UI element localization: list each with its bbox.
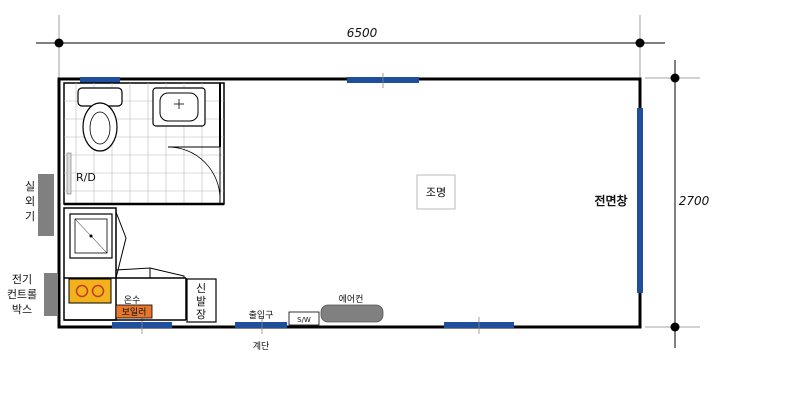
boiler	[115, 304, 153, 319]
kitchen: 온수 보일러	[63, 207, 187, 321]
svg-text:외: 외	[25, 195, 35, 208]
outdoor-unit: 실 외 기	[25, 174, 54, 236]
window-top-left	[80, 77, 120, 83]
shoe-rack: 신 발 장	[186, 278, 217, 323]
rd-label: R/D	[76, 171, 96, 184]
kitchen-sink	[69, 213, 113, 259]
height-dimension: 2700	[645, 60, 710, 348]
height-dimension-text: 2700	[679, 194, 710, 208]
svg-text:S/W: S/W	[297, 316, 311, 324]
cooktop	[68, 278, 112, 304]
electric-control-box: 전기 컨트롤 박스	[7, 273, 58, 316]
ceiling-light: 조명	[416, 174, 456, 210]
window-front	[637, 108, 643, 293]
svg-text:장: 장	[196, 308, 206, 321]
svg-text:박스: 박스	[12, 303, 32, 316]
shower-rail	[66, 152, 72, 195]
width-dimension: 6500	[36, 15, 665, 78]
entrance-label: 출입구	[249, 309, 274, 321]
entrance-door	[235, 322, 287, 328]
boiler-label: 보일러	[122, 307, 147, 318]
width-dimension-text: 6500	[347, 26, 378, 40]
air-conditioner: 에어컨	[320, 294, 384, 323]
light-switch: S/W	[288, 311, 320, 326]
bathroom: R/D	[63, 82, 225, 206]
svg-text:실: 실	[25, 180, 35, 193]
toilet	[77, 87, 123, 152]
svg-text:신: 신	[196, 282, 206, 295]
front-window-label: 전면창	[594, 193, 627, 208]
light-label: 조명	[426, 186, 446, 199]
stairs-label: 계단	[253, 340, 270, 352]
hot-water-label: 온수	[124, 295, 141, 306]
svg-text:컨트롤: 컨트롤	[7, 288, 37, 301]
aircon-label: 에어컨	[339, 294, 364, 305]
bathroom-door	[167, 146, 221, 204]
svg-text:발: 발	[196, 295, 206, 308]
windows	[80, 73, 643, 334]
svg-text:전기: 전기	[12, 273, 32, 286]
svg-text:기: 기	[25, 210, 35, 223]
washbasin	[152, 87, 206, 127]
